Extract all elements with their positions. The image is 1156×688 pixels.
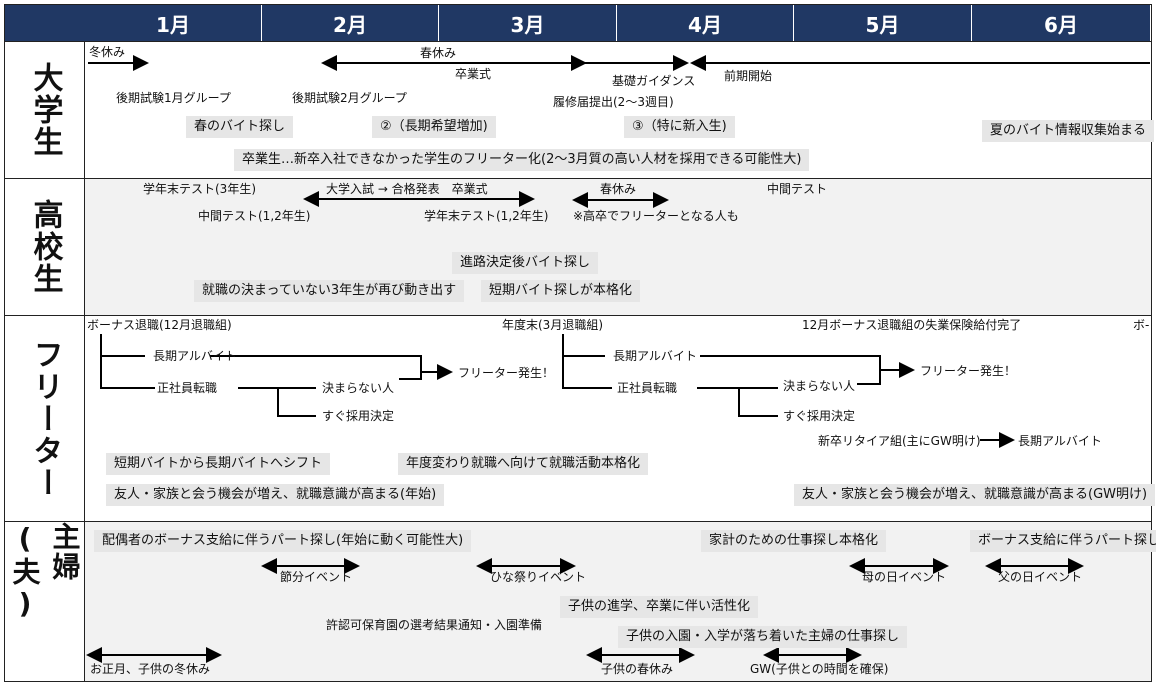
label-undecided: 決まらない人 (322, 381, 395, 395)
label-setsubun: 節分イベント (280, 570, 353, 584)
label-exam-jan: 後期試験1月グループ (116, 91, 231, 105)
label-hs-midterm: 中間テスト (767, 182, 828, 196)
box-after-course-decision: 進路決定後バイト探し (452, 252, 599, 274)
label-mothers-day: 母の日イベント (862, 570, 947, 584)
row-housewife: 主婦(夫) (5, 521, 1151, 681)
label-fulltime-switch-2: 正社員転職 (617, 381, 678, 395)
month-header-apr: 4月 (617, 5, 794, 41)
label-child-spring-break: 子供の春休み (601, 662, 674, 676)
label-long-part-time: 長期アルバイト (153, 349, 237, 363)
label-freeter-born: フリーター発生！ (458, 366, 555, 380)
box-gw-awareness: 友人・家族と会う機会が増え、就職意識が高まる(GW明け) (794, 484, 1156, 506)
label-freeter-born-2: フリーター発生！ (920, 364, 1017, 378)
month-header-jan: 1月 (85, 5, 262, 41)
label-course-registration: 履修届提出(2〜3週目) (553, 95, 674, 109)
box-short-term-job-hunt: 短期バイト探しが本格化 (481, 280, 641, 302)
label-fulltime-switch: 正社員転職 (157, 381, 218, 395)
header-corner (5, 5, 85, 41)
label-midterm-12: 中間テスト(1,2年生) (198, 209, 311, 223)
label-new-grad-retire: 新卒リタイア組(主にGW明け) (818, 434, 981, 448)
box-child-settled: 子供の入園・入学が落ち着いた主婦の仕事探し (618, 626, 908, 648)
box-child-school: 子供の進学、卒業に伴い活性化 (560, 596, 759, 618)
box-household-job-hunt: 家計のための仕事探し本格化 (701, 530, 887, 552)
month-header-mar: 3月 (439, 5, 617, 41)
label-spring-break: 春休み (420, 46, 457, 60)
box-bonus-part-2: ボーナス支給に伴うパート探し (970, 530, 1156, 552)
label-bonus-cutoff: ボ- (1133, 318, 1150, 332)
row-university: 大学生 (5, 41, 1151, 178)
month-header-feb: 2月 (262, 5, 439, 41)
row-label-highschool: 高校生 (27, 199, 63, 295)
calendar-frame (4, 4, 1152, 682)
box-fiscal-job-hunt: 年度変わり就職へ向けて就職活動本格化 (398, 453, 649, 475)
box-newyear-awareness: 友人・家族と会う機会が増え、就職意識が高まる(年始) (106, 484, 445, 506)
month-header-jun: 6月 (972, 5, 1151, 41)
label-graduation: 卒業式 (455, 67, 492, 81)
row-label-university: 大学生 (27, 62, 63, 158)
box-new-students: ③（特に新入生) (624, 116, 735, 138)
label-exam-feb: 後期試験2月グループ (292, 91, 407, 105)
box-graduate-freeter: 卒業生…新卒入社できなかった学生のフリーター化(2〜3月質の高い人材を採用できる… (234, 149, 810, 171)
label-long-part-time-2: 長期アルバイト (613, 349, 697, 363)
month-header-may: 5月 (794, 5, 972, 41)
label-hired-immediately: すぐ採用決定 (322, 409, 395, 423)
label-new-year-holiday: お正月、子供の冬休み (90, 662, 211, 676)
label-year-end-test-12: 学年末テスト(1,2年生) (424, 209, 549, 223)
box-undecided-seniors: 就職の決まっていない3年生が再び動き出す (194, 280, 465, 302)
label-long-part-time-3: 長期アルバイト (1018, 434, 1102, 448)
box-shift-to-long-term: 短期バイトから長期バイトへシフト (106, 453, 331, 475)
label-hs-spring-break: 春休み (600, 182, 637, 196)
row-label-housewife: 主婦(夫) (8, 522, 82, 622)
row-label-freeter: フリーター (27, 338, 63, 499)
label-undecided-2: 決まらない人 (783, 379, 856, 393)
label-guidance: 基礎ガイダンス (612, 74, 696, 88)
label-nursery-result: 許認可保育園の選考結果通知・入園準備 (326, 618, 543, 632)
label-bonus-resign-dec: ボーナス退職(12月退職組) (87, 318, 232, 332)
label-hinamatsuri: ひな祭りイベント (490, 570, 587, 584)
box-summer-job-info: 夏のバイト情報収集始まる (982, 120, 1155, 142)
label-unemployment-complete: 12月ボーナス退職組の失業保険給付完了 (802, 318, 1022, 332)
box-long-term-demand: ②（長期希望増加) (372, 116, 496, 138)
label-hired-immediately-2: すぐ採用決定 (783, 409, 856, 423)
label-hs-graduate-note: ※高卒でフリーターとなる人も (573, 209, 739, 223)
box-spouse-bonus-part: 配偶者のボーナス支給に伴うパート探し(年始に動く可能性大) (94, 530, 472, 552)
label-fiscal-year-end: 年度末(3月退職組) (502, 318, 603, 332)
label-fathers-day: 父の日イベント (998, 570, 1083, 584)
row-freeter: フリーター (5, 315, 1151, 521)
label-year-end-test-3: 学年末テスト(3年生) (143, 182, 256, 196)
box-spring-job-hunt: 春のバイト探し (186, 116, 294, 138)
label-entrance-exam: 大学入試 → 合格発表 卒業式 (326, 182, 488, 196)
label-term-start: 前期開始 (724, 69, 773, 83)
label-winter-break: 冬休み (89, 45, 126, 59)
label-golden-week: GW(子供との時間を確保) (750, 662, 889, 676)
